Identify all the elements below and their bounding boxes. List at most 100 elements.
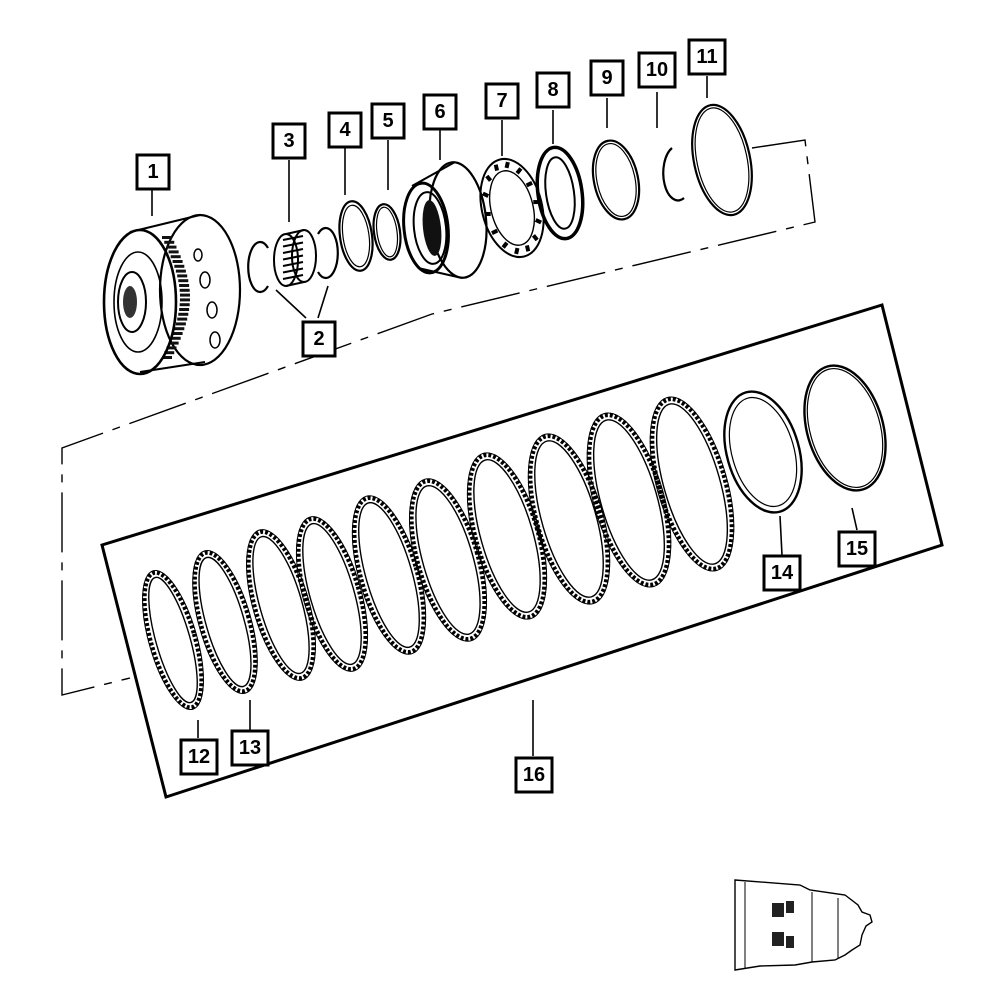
callout-7: 7	[484, 82, 520, 120]
svg-text:11: 11	[696, 46, 717, 68]
spline-tooth	[168, 341, 179, 345]
spring-tab	[515, 167, 523, 175]
svg-text:7: 7	[496, 90, 507, 112]
spring-tab	[525, 180, 533, 188]
spring-tab	[482, 191, 490, 198]
return-spring-icon	[479, 157, 545, 259]
callout-16: 16	[514, 756, 554, 794]
bearing-needle	[282, 254, 304, 261]
bearing-needle	[282, 248, 304, 254]
spring-tabs	[482, 161, 542, 255]
leader-lines	[151, 76, 858, 756]
callout-6: 6	[422, 93, 458, 131]
svg-text:4: 4	[339, 119, 351, 141]
spline-tooth	[178, 312, 189, 316]
steel-plate-icon	[408, 478, 488, 642]
spring-tab	[514, 247, 520, 255]
spline-tooth	[175, 322, 186, 326]
needle-bearing-icon	[273, 229, 317, 287]
callout-4: 4	[327, 111, 363, 149]
spline-tooth	[175, 269, 186, 273]
svg-text:12: 12	[188, 746, 210, 768]
callout-2: 2	[301, 320, 337, 358]
spline-tooth	[170, 336, 181, 340]
spline-tooth	[174, 264, 185, 268]
svg-text:6: 6	[434, 101, 445, 123]
friction-disc-icon	[586, 412, 672, 588]
spline-tooth	[162, 356, 172, 359]
snap-ring-icon	[803, 364, 887, 492]
spline-tooth	[168, 250, 179, 254]
spline-tooth	[179, 298, 190, 302]
spring-tab	[504, 161, 510, 169]
seal-ring-icon	[338, 200, 374, 272]
upper-group-boundary	[61, 139, 816, 696]
svg-text:10: 10	[646, 59, 668, 81]
spline-tooth	[164, 240, 175, 244]
spline-tooth	[172, 332, 183, 335]
clutch-pack-group-box	[100, 303, 944, 799]
spline-tooth	[179, 308, 190, 311]
spring-tab	[534, 218, 542, 225]
svg-text:16: 16	[523, 764, 545, 786]
svg-text:2: 2	[313, 328, 324, 350]
spline-tooth	[179, 284, 190, 287]
transmission-locator-icon	[734, 879, 873, 971]
callout-1: 1	[135, 153, 171, 191]
spring-tab	[491, 228, 499, 236]
spring-tab	[533, 200, 540, 205]
friction-disc-icon	[246, 529, 316, 681]
callout-8: 8	[535, 71, 571, 109]
clutch-drum-icon	[102, 213, 242, 376]
spline-tooth	[179, 288, 190, 292]
steel-plate-icon	[192, 550, 258, 694]
spring-tab	[531, 234, 539, 242]
spline-tooth	[179, 303, 190, 307]
spline-tooth	[170, 255, 181, 259]
callout-11: 11	[687, 38, 727, 76]
drum-splines	[162, 236, 190, 359]
svg-text:5: 5	[382, 110, 393, 132]
spline-tooth	[177, 317, 188, 321]
spring-tab	[493, 164, 500, 172]
svg-text:15: 15	[846, 538, 868, 560]
svg-text:9: 9	[601, 67, 612, 89]
spline-tooth	[177, 274, 188, 278]
seal-ring-icon	[372, 203, 402, 261]
svg-text:1: 1	[147, 161, 158, 183]
svg-text:3: 3	[283, 130, 294, 152]
spline-tooth	[162, 236, 172, 239]
spring-tab	[501, 241, 509, 249]
spline-tooth	[174, 327, 185, 331]
snap-ring-icon	[662, 147, 685, 202]
piston-icon	[402, 161, 488, 279]
spline-tooth	[179, 293, 190, 297]
bearing-needle	[282, 241, 304, 248]
piston-seal-icon	[535, 145, 585, 241]
bearing-needle	[282, 274, 304, 280]
svg-text:13: 13	[239, 737, 261, 759]
spline-tooth	[166, 346, 177, 350]
steel-plate-icon	[649, 396, 735, 572]
spline-tooth	[164, 351, 175, 355]
snap-ring-icon	[247, 226, 339, 294]
callout-5: 5	[370, 102, 406, 140]
bearing-needle	[282, 267, 304, 274]
svg-text:14: 14	[771, 562, 794, 584]
snap-ring-icon	[591, 139, 641, 221]
bearing-needle	[282, 235, 304, 241]
snap-ring-icon	[691, 103, 753, 217]
callout-12: 12	[179, 738, 219, 776]
friction-disc-icon	[142, 569, 204, 711]
spline-tooth	[178, 279, 189, 283]
callout-9: 9	[589, 59, 625, 97]
callout-15: 15	[837, 530, 877, 568]
spring-tab	[524, 244, 531, 252]
spline-tooth	[166, 245, 177, 249]
svg-text:8: 8	[547, 79, 558, 101]
spring-tab	[485, 174, 493, 182]
callout-13: 13	[230, 729, 270, 767]
callout-10: 10	[637, 51, 677, 89]
callout-3: 3	[271, 122, 307, 160]
